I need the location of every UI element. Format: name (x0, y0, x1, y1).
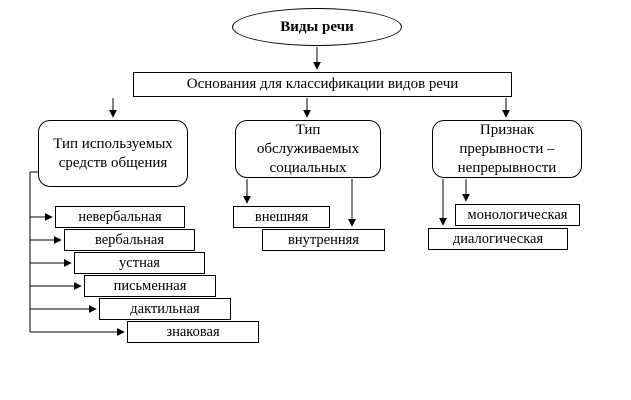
node-branch-means: Тип используемых средств общения (38, 120, 188, 187)
node-leaf-dialogicheskaya: диалогическая (428, 228, 568, 250)
node-leaf-pismennaya: письменная (84, 275, 216, 297)
branch-continuity-line-2: прерывности – (459, 140, 555, 157)
leaf-label: монологическая (467, 206, 568, 223)
leaf-label: устная (119, 254, 160, 271)
leaf-label: внутренняя (288, 231, 359, 248)
leaf-label: невербальная (78, 208, 162, 225)
leaf-label: дактильная (130, 300, 200, 317)
node-leaf-ustnaya: устная (74, 252, 205, 274)
branch-continuity-line-3: непрерывности (457, 159, 557, 176)
node-root-label: Виды речи (280, 18, 354, 35)
node-leaf-vneshnyaya: внешняя (233, 206, 330, 228)
branch-means-line-2: средств общения (58, 154, 168, 171)
node-root: Виды речи (232, 8, 402, 46)
node-leaf-monologicheskaya: монологическая (455, 204, 580, 226)
branch-social-line-1: Тип (295, 121, 321, 138)
leaf-label: вербальная (94, 231, 165, 248)
leaf-label: письменная (113, 277, 187, 294)
node-basis: Основания для классификации видов речи (133, 72, 512, 97)
branch-social-line-3: социальных (269, 159, 347, 176)
leaf-label: внешняя (254, 208, 309, 225)
node-leaf-daktilnaya: дактильная (99, 298, 231, 320)
branch-means-line-1: Тип используемых (53, 135, 173, 152)
node-basis-label: Основания для классификации видов речи (186, 76, 459, 92)
node-leaf-verbalnaya: вербальная (64, 229, 195, 251)
node-branch-continuity: Признак прерывности – непрерывности (432, 120, 582, 178)
branch-social-line-2: обслуживаемых (256, 140, 360, 157)
branch-continuity-line-1: Признак (479, 121, 535, 138)
leaf-label: диалогическая (452, 230, 544, 247)
node-branch-social: Тип обслуживаемых социальных (235, 120, 381, 178)
node-leaf-vnutrennyaya: внутренняя (262, 229, 385, 251)
node-leaf-znakovaya: знаковая (127, 321, 259, 343)
leaf-label: знаковая (166, 323, 220, 340)
node-leaf-neverbalnaya: невербальная (55, 206, 185, 228)
